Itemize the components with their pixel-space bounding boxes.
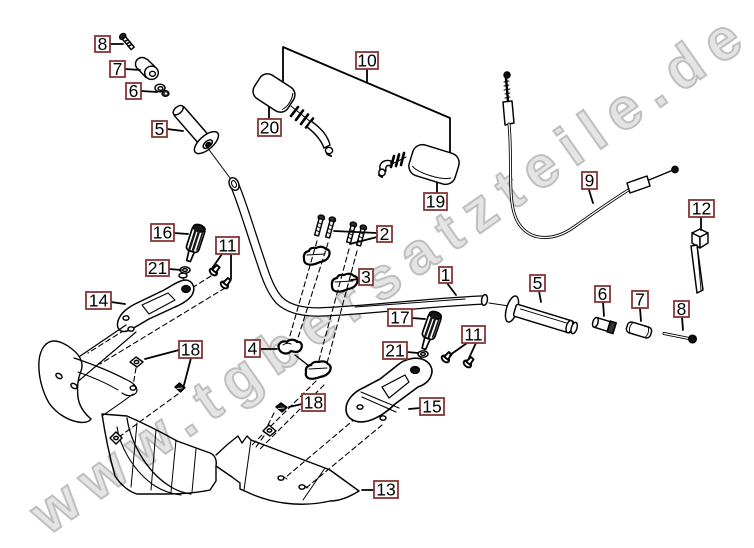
svg-text:21: 21 bbox=[385, 341, 404, 361]
svg-text:19: 19 bbox=[426, 192, 445, 212]
svg-text:6: 6 bbox=[598, 284, 608, 304]
svg-text:7: 7 bbox=[113, 59, 123, 79]
svg-text:16: 16 bbox=[153, 223, 172, 243]
svg-text:10: 10 bbox=[357, 51, 377, 71]
svg-text:17: 17 bbox=[390, 308, 409, 328]
svg-text:15: 15 bbox=[422, 397, 441, 417]
svg-text:8: 8 bbox=[98, 34, 108, 54]
svg-text:2: 2 bbox=[380, 224, 390, 244]
svg-text:11: 11 bbox=[464, 325, 482, 345]
svg-text:6: 6 bbox=[129, 81, 139, 101]
svg-text:7: 7 bbox=[635, 290, 645, 310]
svg-text:12: 12 bbox=[692, 199, 711, 219]
svg-text:20: 20 bbox=[260, 118, 280, 138]
svg-text:21: 21 bbox=[148, 258, 167, 278]
svg-text:8: 8 bbox=[677, 299, 687, 319]
svg-text:4: 4 bbox=[248, 339, 258, 359]
svg-text:13: 13 bbox=[376, 480, 395, 500]
svg-text:1: 1 bbox=[441, 265, 451, 285]
svg-text:14: 14 bbox=[89, 291, 109, 311]
svg-text:9: 9 bbox=[585, 171, 595, 191]
svg-text:18: 18 bbox=[304, 393, 323, 413]
svg-text:3: 3 bbox=[361, 267, 371, 287]
svg-text:18: 18 bbox=[181, 340, 200, 360]
svg-text:5: 5 bbox=[533, 273, 543, 293]
svg-text:11: 11 bbox=[218, 236, 236, 256]
svg-text:5: 5 bbox=[155, 119, 165, 139]
